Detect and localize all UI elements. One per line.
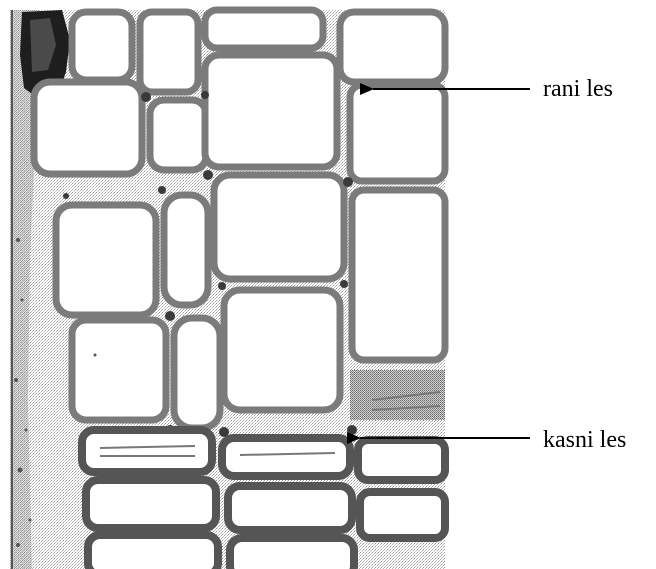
- late-wood-label: kasni les: [543, 428, 626, 452]
- wood-cross-section: [10, 10, 445, 569]
- early-wood-label: rani les: [543, 77, 613, 101]
